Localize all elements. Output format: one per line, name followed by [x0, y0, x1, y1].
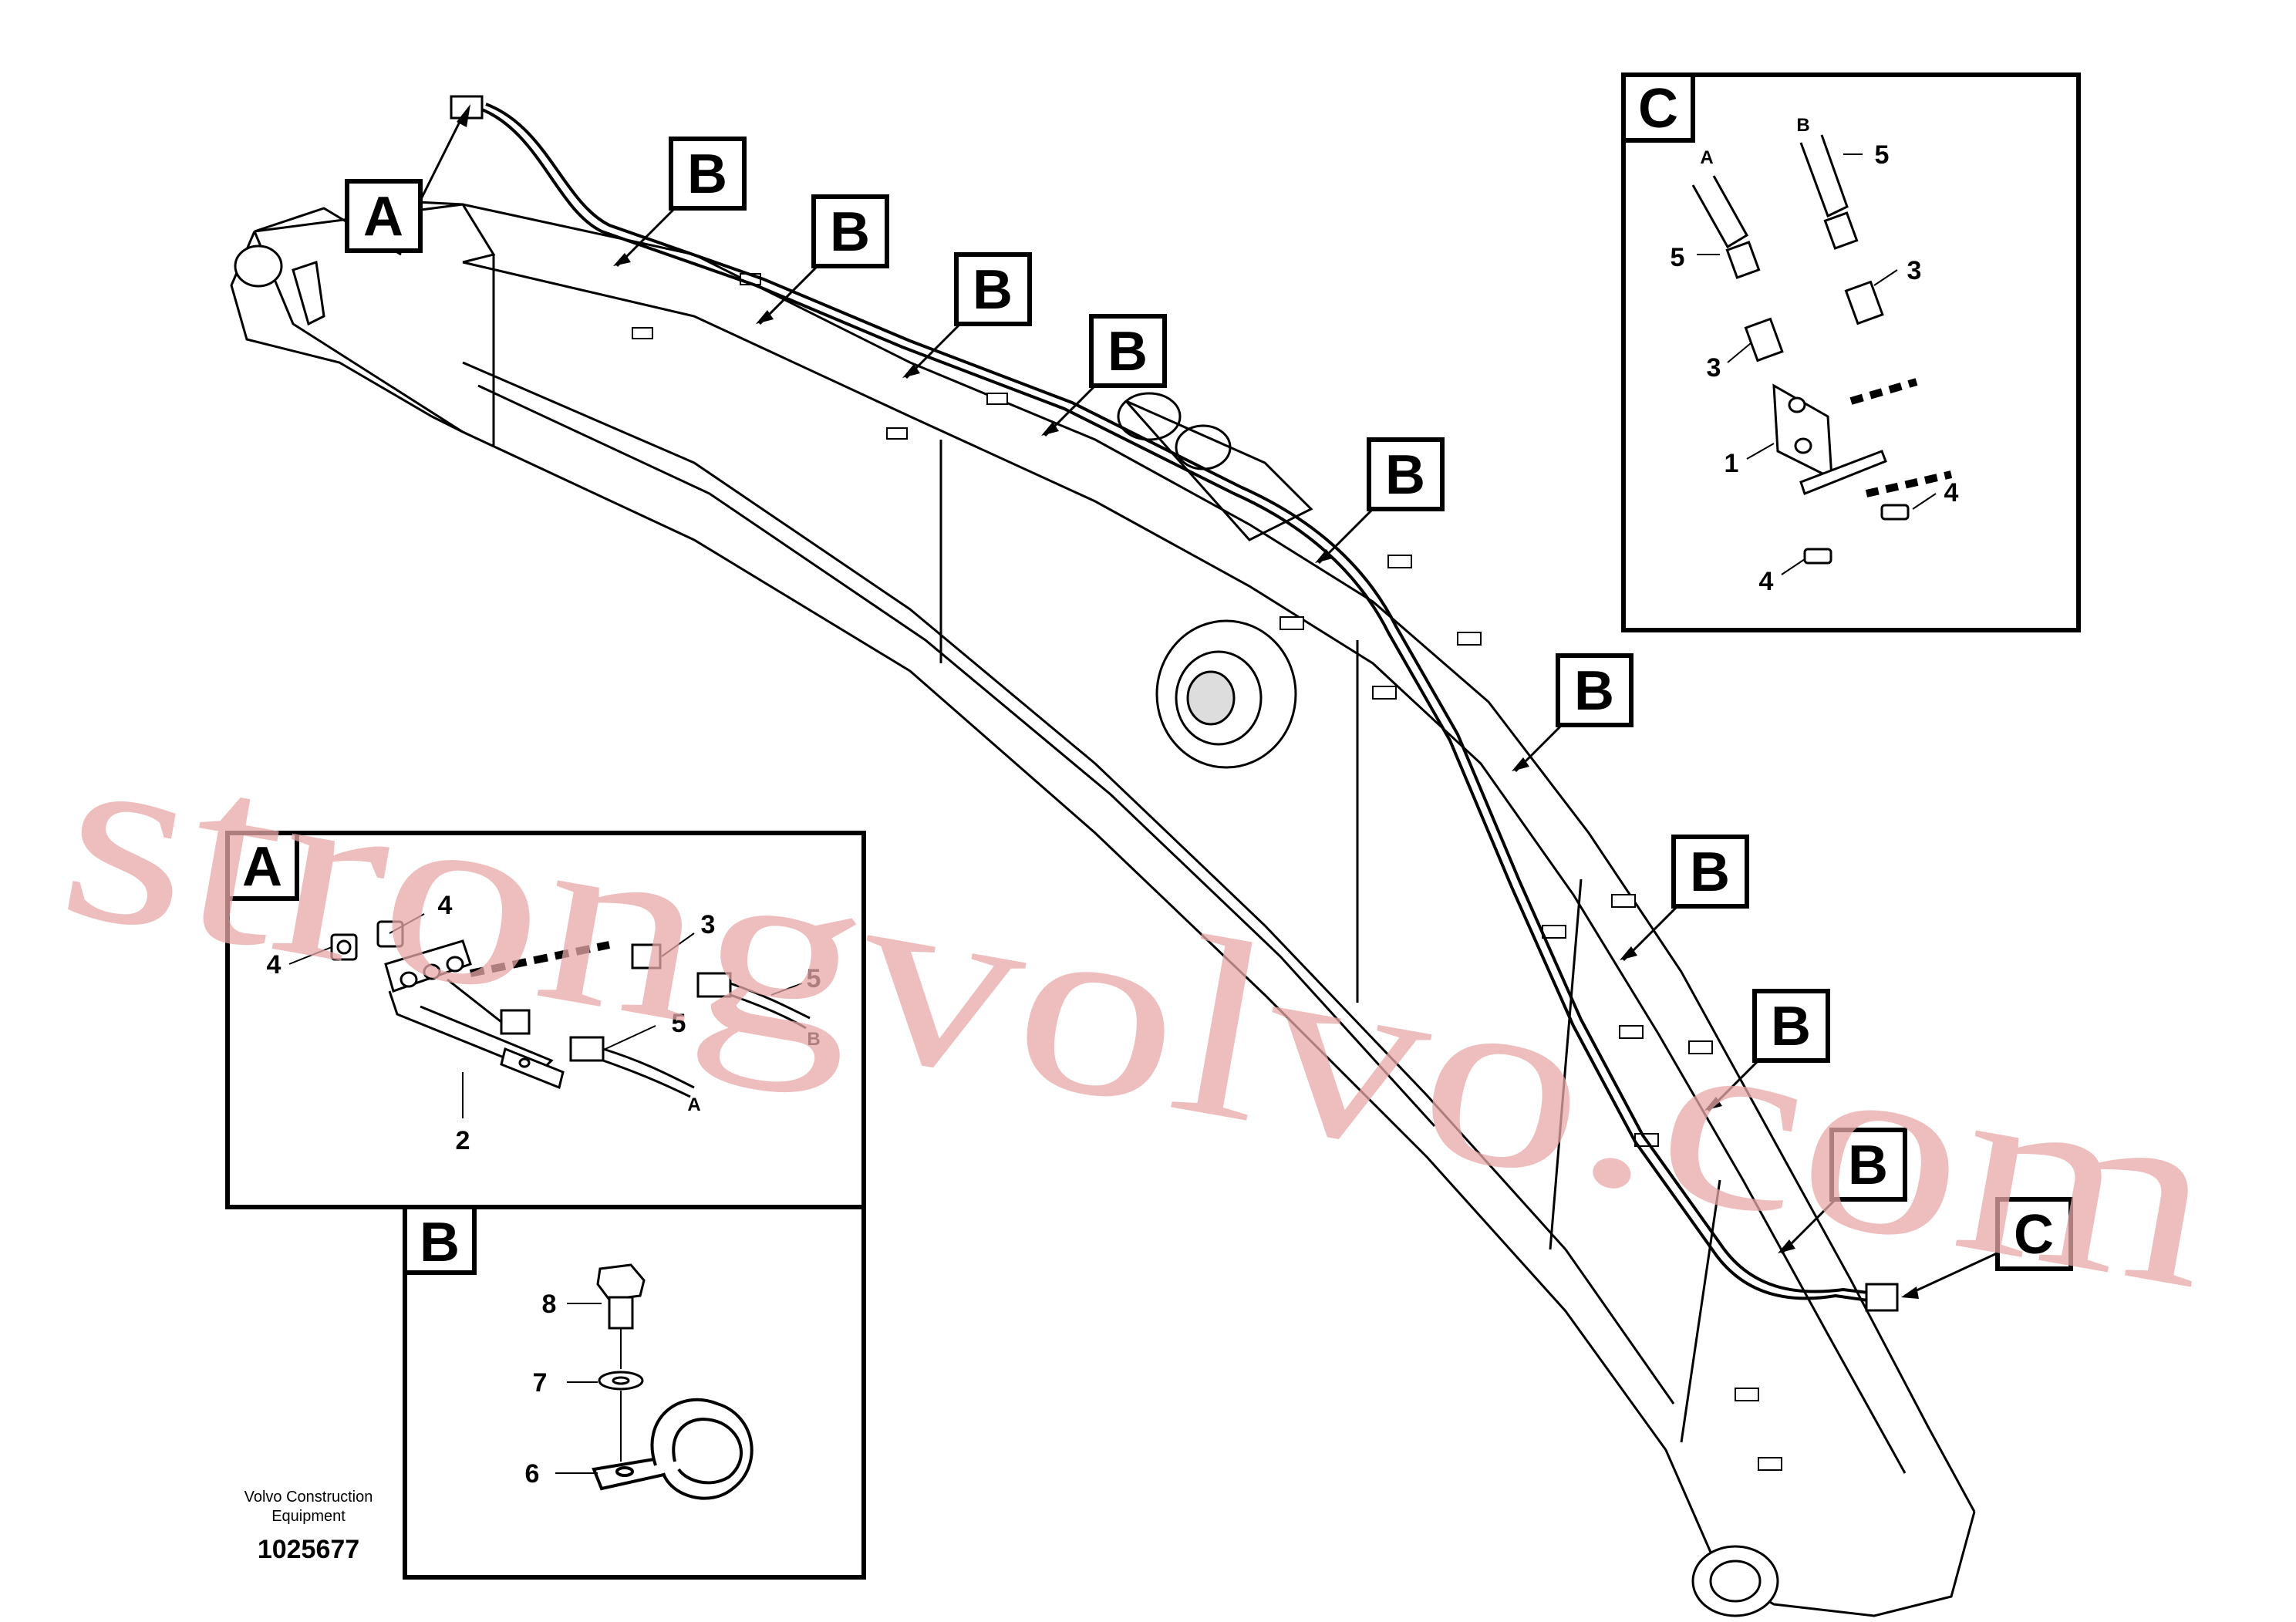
callout-b-1: B	[613, 137, 747, 268]
tip-pin	[1691, 1545, 1779, 1617]
detail-b-title: B	[420, 1212, 460, 1273]
detail-a-item-4b: 4	[438, 891, 453, 920]
detail-c-item-5b: 5	[1875, 140, 1890, 170]
callout-b-label: B	[830, 201, 870, 263]
callout-a-main: A	[345, 104, 470, 253]
detail-b-item-8: 8	[542, 1290, 557, 1319]
boom-pads	[632, 273, 1782, 1471]
detail-c-item-1: 1	[1725, 449, 1739, 478]
detail-a-item-4a: 4	[267, 950, 282, 980]
callout-b-5: B	[1315, 437, 1445, 565]
company-name-line2: Equipment	[271, 1508, 346, 1525]
detail-a-item-3: 3	[701, 910, 716, 939]
callout-b-9: B	[1778, 1128, 1907, 1255]
detail-a-hose-end-b: B	[807, 1029, 820, 1050]
cylinder-mount-boss	[1155, 619, 1297, 769]
detail-c-item-3b: 3	[1907, 256, 1922, 285]
detail-a-panel: A	[225, 831, 866, 1209]
detail-c-panel: C	[1621, 73, 2081, 632]
callout-b-6: B	[1512, 653, 1633, 773]
detail-a-hose-end-a: A	[687, 1094, 700, 1115]
callout-b-7: B	[1620, 835, 1749, 962]
callout-b-2: B	[756, 194, 889, 325]
detail-c-hose-end-a: A	[1700, 147, 1713, 168]
detail-b-item-7: 7	[533, 1368, 548, 1398]
callout-b-label: B	[1848, 1135, 1888, 1196]
footer-block: Volvo Construction Equipment 1025677	[244, 1489, 373, 1564]
detail-c-item-4b: 4	[1759, 567, 1774, 596]
callout-b-3: B	[902, 252, 1032, 379]
company-name-line1: Volvo Construction	[244, 1489, 373, 1506]
detail-b-item-6: 6	[525, 1459, 540, 1489]
detail-b-panel: B 8 7 6	[403, 1205, 866, 1580]
callout-b-4: B	[1041, 314, 1167, 437]
callout-c-label: C	[2014, 1204, 2054, 1266]
callout-b-label: B	[1108, 321, 1148, 383]
callout-c-main: C	[1901, 1197, 2073, 1299]
callout-b-label: B	[973, 259, 1013, 321]
detail-c-hose-end-b: B	[1796, 115, 1809, 136]
callout-b-label: B	[1690, 841, 1730, 903]
callout-b-label: B	[1385, 444, 1425, 506]
root-pin-boss	[234, 244, 325, 326]
detail-c-item-5a: 5	[1671, 243, 1685, 272]
watermark-text: strongvolvo.com	[44, 687, 2235, 1342]
detail-a-item-5b: 5	[672, 1009, 686, 1038]
hose-end-fittings	[450, 95, 1899, 1312]
detail-a-item-5a: 5	[807, 964, 821, 993]
detail-c-title: C	[1638, 78, 1678, 140]
detail-c-item-3a: 3	[1707, 353, 1721, 383]
detail-a-title: A	[242, 836, 282, 898]
callout-a-label: A	[363, 186, 403, 248]
callout-b-label: B	[1771, 996, 1811, 1057]
document-number: 1025677	[258, 1535, 359, 1564]
detail-a-item-2: 2	[456, 1126, 470, 1155]
boom-arm	[230, 199, 1976, 1617]
callout-b-8: B	[1704, 989, 1830, 1112]
callout-b-label: B	[687, 143, 727, 205]
callout-b-label: B	[1574, 660, 1614, 722]
detail-c-item-4a: 4	[1944, 478, 1959, 508]
